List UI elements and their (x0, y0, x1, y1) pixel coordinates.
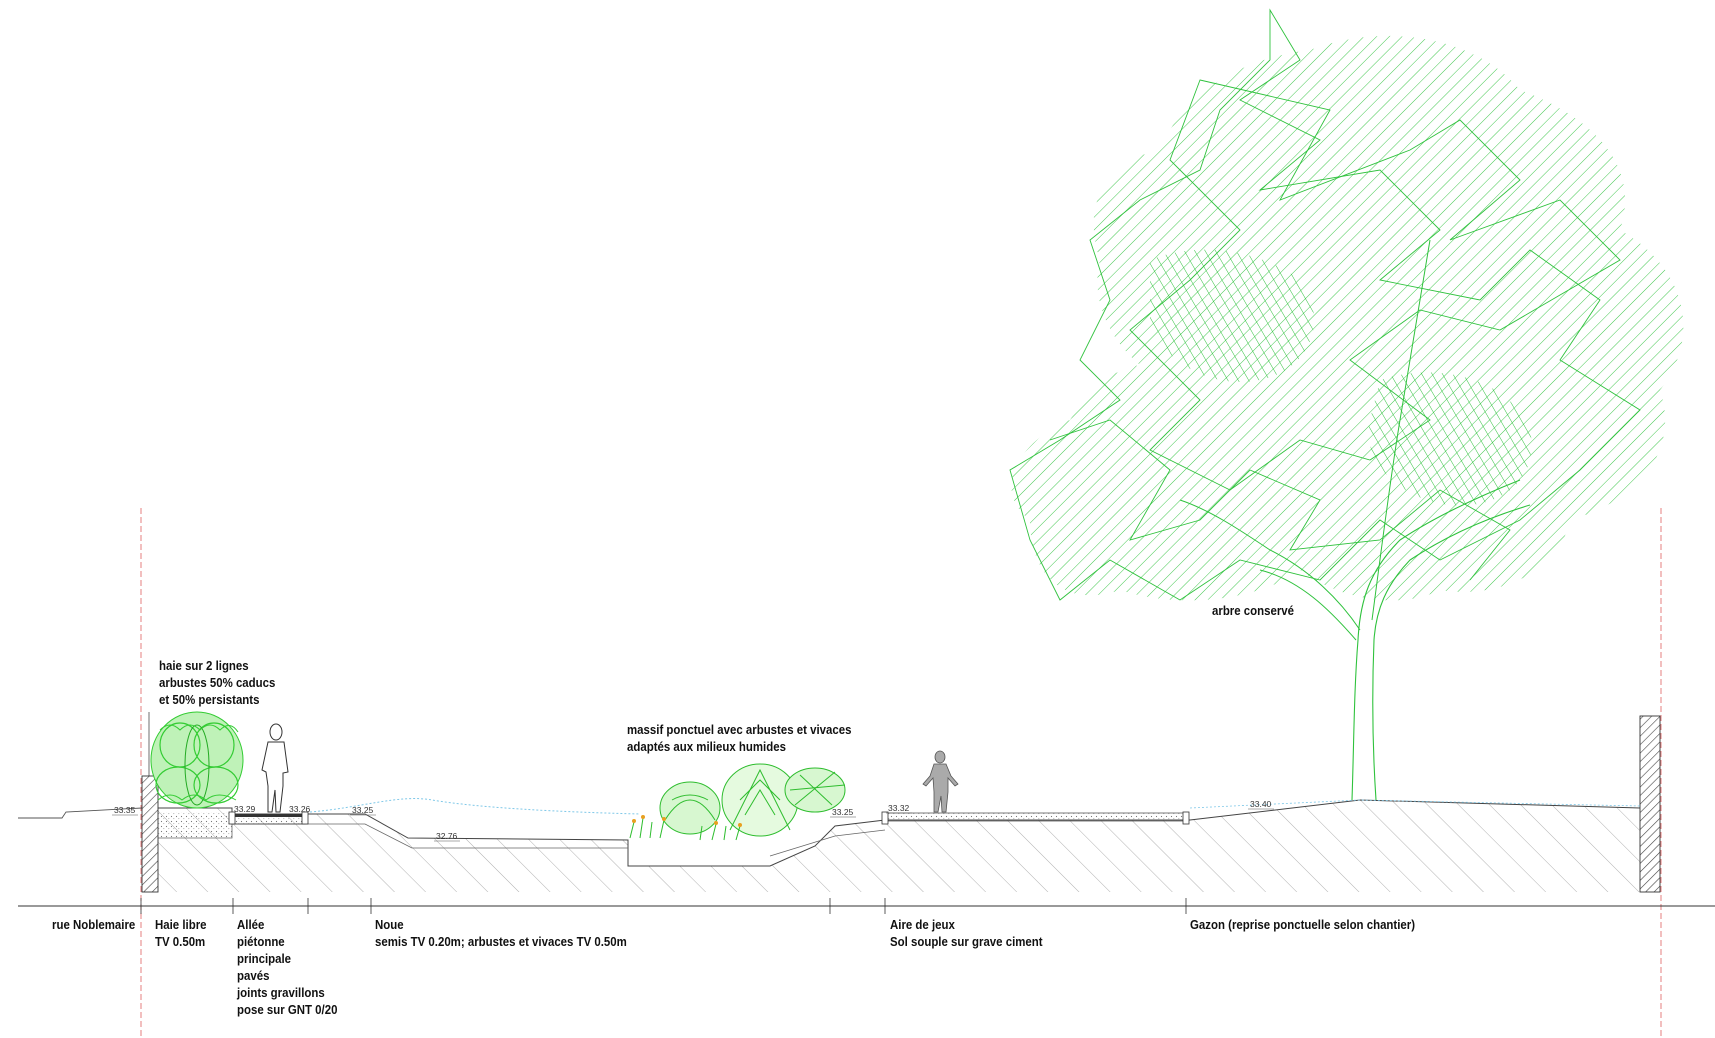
elevation-33-35: 33.35 (114, 805, 136, 815)
label-aire-de-jeux: Aire de jeux Sol souple sur grave ciment (890, 917, 1043, 949)
adult-silhouette (261, 723, 289, 813)
section-baseline (18, 898, 1715, 914)
elevation-labels: 33.35 33.29 33.26 33.25 32.76 33.25 33.3… (112, 799, 1274, 842)
label-noue: Noue semis TV 0.20m; arbustes et vivaces… (375, 917, 627, 949)
elevation-33-26: 33.26 (289, 804, 311, 814)
annotation-hedge: haie sur 2 lignes arbustes 50% caducs et… (159, 658, 276, 707)
label-allee-pietonne: Allée piétonne principale pavés joints g… (237, 917, 338, 1017)
child-silhouette (922, 750, 959, 813)
label-haie-libre: Haie libre TV 0.50m (155, 917, 207, 949)
property-limit-lines (140, 508, 1662, 1038)
massif-plants (629, 763, 846, 841)
elevation-33-40: 33.40 (1250, 799, 1272, 809)
elevation-33-25-a: 33.25 (352, 805, 374, 815)
annotation-massif: massif ponctuel avec arbustes et vivaces… (627, 722, 852, 754)
elevation-33-25-b: 33.25 (832, 807, 854, 817)
ground-section (18, 715, 1661, 893)
elevation-33-32: 33.32 (888, 803, 910, 813)
tree-illustration (1009, 8, 1684, 801)
elevation-32-76: 32.76 (436, 831, 458, 841)
label-gazon: Gazon (reprise ponctuelle selon chantier… (1190, 917, 1416, 932)
hedge-illustration (148, 711, 244, 809)
annotation-tree: arbre conservé (1212, 603, 1295, 618)
label-rue-noblemaire: rue Noblemaire (52, 917, 136, 932)
elevation-33-29: 33.29 (234, 804, 256, 814)
